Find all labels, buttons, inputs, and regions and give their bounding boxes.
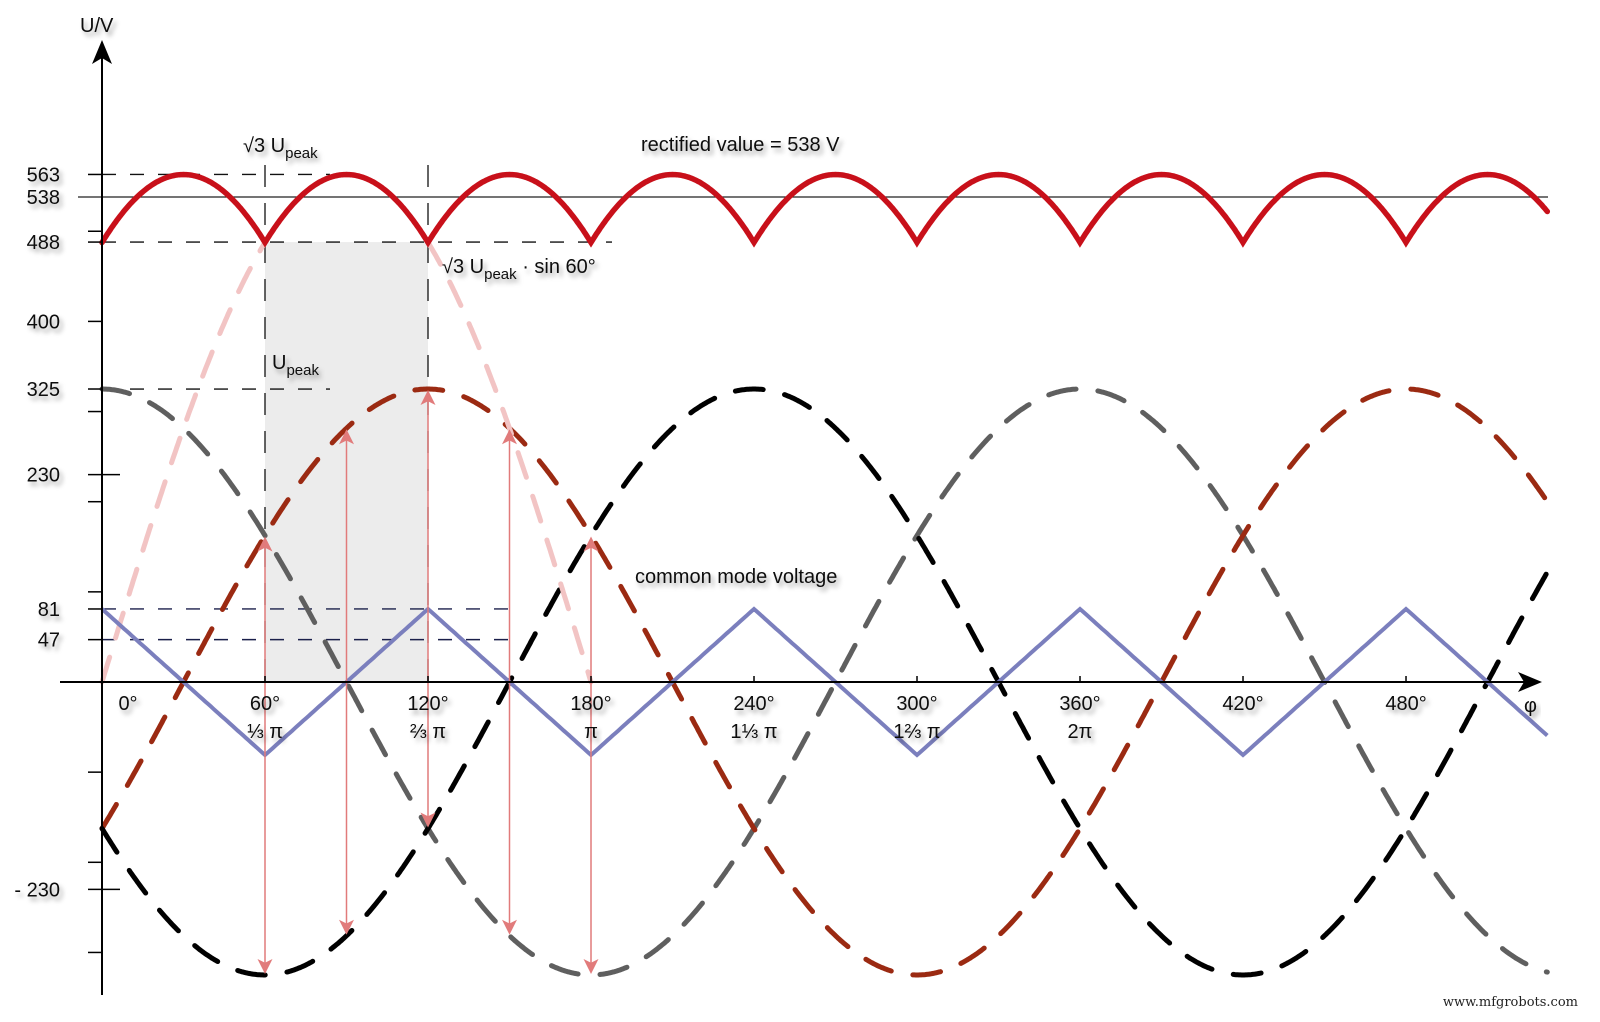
y-tick-label: 230 bbox=[27, 465, 60, 487]
x-tick-sublabel: ⅔ π bbox=[410, 721, 446, 743]
y-tick-label: 325 bbox=[27, 379, 60, 401]
x-tick-label: 180° bbox=[570, 693, 611, 715]
x-tick-sublabel: π bbox=[584, 721, 598, 743]
y-tick-label: 538 bbox=[27, 187, 60, 209]
y-axis-label: U/V bbox=[80, 15, 114, 37]
x-tick-sublabel: ⅓ π bbox=[247, 721, 283, 743]
common-mode-voltage-line bbox=[100, 606, 1549, 758]
rectified-output-line bbox=[99, 171, 1551, 248]
projection-arrows bbox=[257, 390, 599, 974]
x-tick-label: 360° bbox=[1059, 693, 1100, 715]
x-tick-label: 420° bbox=[1222, 693, 1263, 715]
y-tick-label: - 230 bbox=[14, 879, 60, 901]
rectified-value-label: rectified value = 538 V bbox=[641, 134, 840, 156]
sin60-main: √3 U bbox=[442, 256, 484, 278]
y-tick-label: 400 bbox=[27, 311, 60, 333]
y-tick-label: 488 bbox=[27, 232, 60, 254]
sin60-annotation: √3 Upeak · sin 60° bbox=[442, 256, 596, 283]
x-axis-label: φ bbox=[1524, 695, 1537, 717]
sin60-sub: peak bbox=[484, 266, 517, 283]
upeak-main: U bbox=[272, 352, 286, 374]
series-000000 bbox=[99, 386, 1550, 978]
sqrt3-upeak-main: √3 U bbox=[243, 135, 285, 157]
x-tick-sublabel: 1⅓ π bbox=[730, 721, 777, 743]
sqrt3-upeak-annotation: √3 Upeak bbox=[243, 135, 318, 162]
sin60-tail: · sin 60° bbox=[517, 256, 596, 278]
upeak-annotation: Upeak bbox=[272, 352, 319, 379]
common-mode-label: common mode voltage bbox=[635, 566, 837, 588]
x-tick-label: 480° bbox=[1385, 693, 1426, 715]
series-5f5f5f bbox=[99, 386, 1550, 978]
x-tick-label: 300° bbox=[896, 693, 937, 715]
watermark: www.mfgrobots.com bbox=[1442, 995, 1578, 1010]
y-tick-label: 563 bbox=[27, 164, 60, 186]
x-tick-sublabel: 2π bbox=[1068, 721, 1093, 743]
x-tick-label: 0° bbox=[118, 693, 137, 715]
upeak-sub: peak bbox=[286, 362, 319, 379]
axes bbox=[60, 40, 1542, 995]
x-tick-sublabel: 1⅔ π bbox=[893, 721, 940, 743]
x-tick-label: 60° bbox=[250, 693, 280, 715]
y-tick-label: 81 bbox=[38, 599, 60, 621]
y-tick-label: 47 bbox=[38, 630, 60, 652]
x-tick-label: 240° bbox=[733, 693, 774, 715]
sqrt3-upeak-sub: peak bbox=[285, 145, 318, 162]
x-tick-label: 120° bbox=[407, 693, 448, 715]
